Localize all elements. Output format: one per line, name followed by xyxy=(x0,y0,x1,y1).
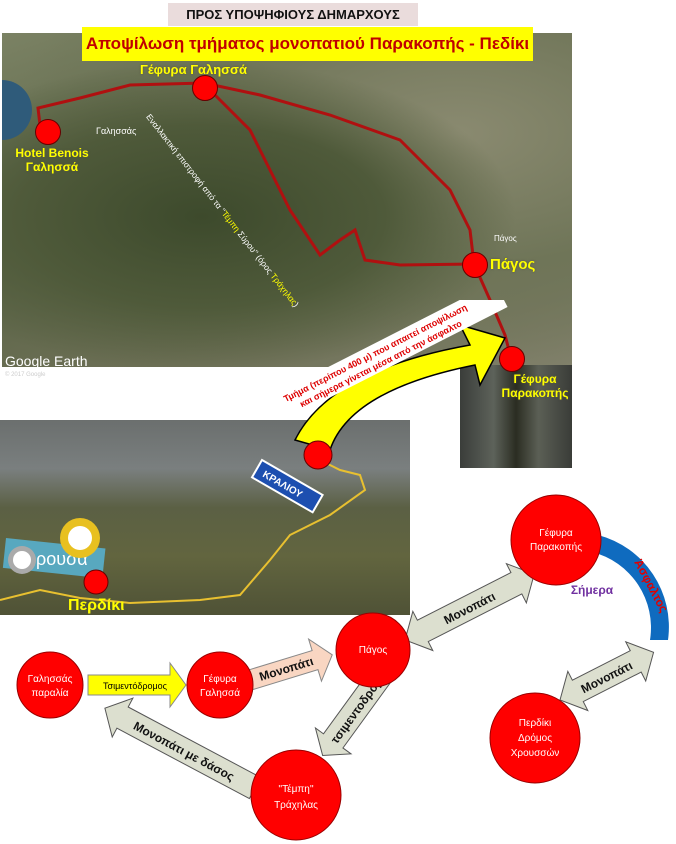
svg-text:Τράχηλας: Τράχηλας xyxy=(274,799,318,811)
copyright: © 2017 Google xyxy=(5,372,46,378)
svg-text:Γέφυρα: Γέφυρα xyxy=(203,673,237,685)
marker-gefyra-galissa xyxy=(192,75,218,101)
label-hotel-line1: Hotel Benois xyxy=(15,146,89,160)
arrow-cement1 xyxy=(87,661,187,709)
node-tempi: ''Τέμπη'' Τράχηλας xyxy=(250,749,342,841)
header-banner: ΠΡΟΣ ΥΠΟΨΗΦΙΟΥΣ ΔΗΜΑΡΧΟΥΣ xyxy=(168,3,418,26)
edge-today-label: Σήμερα xyxy=(571,583,614,597)
marker-pagos xyxy=(462,252,488,278)
page-title: Αποψίλωση τμήματος μονοπατιού Παρακοπής … xyxy=(82,27,533,61)
callout-arrow: Τμήμα (περίπου 400 μ) που απαιτεί αποψίλ… xyxy=(276,300,508,470)
marker-hotel xyxy=(35,119,61,145)
node-galissas: Γαλησσάς παραλία xyxy=(16,651,84,719)
edge-cement1-label: Τσιμεντόδρομος xyxy=(103,681,168,691)
yellow-route xyxy=(0,459,367,605)
svg-text:Παρακοπής: Παρακοπής xyxy=(530,541,582,553)
node-pagos: Πάγος xyxy=(335,612,411,688)
svg-text:Γέφυρα: Γέφυρα xyxy=(539,527,573,539)
svg-text:Γαλησσά: Γαλησσά xyxy=(200,687,240,699)
satellite-map-bottom xyxy=(0,420,410,615)
label-pagos: Πάγος xyxy=(490,256,536,273)
svg-text:Πάγος: Πάγος xyxy=(359,644,388,656)
label-gp-line1: Γέφυρα xyxy=(513,372,557,386)
route-lines xyxy=(36,81,513,359)
svg-text:''Τέμπη'': ''Τέμπη'' xyxy=(278,783,313,795)
alternative-route xyxy=(208,88,475,267)
edge-forest-label: Μονοπάτι με δάσος xyxy=(131,719,237,784)
label-gefyra-galissa: Γέφυρα Γαλησσά xyxy=(140,62,247,77)
place-galissas: Γαλησσάς xyxy=(96,126,137,136)
svg-text:Γαλησσάς: Γαλησσάς xyxy=(28,673,73,685)
route-diagram: .ar{fill:#dcdfcf;stroke:#555;stroke-widt… xyxy=(16,494,671,841)
svg-text:Δρόμος: Δρόμος xyxy=(518,732,552,744)
label-perdiki: Περδίκι xyxy=(68,597,125,614)
svg-text:Χρουσσών: Χρουσσών xyxy=(511,747,560,759)
marker-perdiki xyxy=(83,569,109,595)
google-earth-logo: Google Earth xyxy=(5,353,88,369)
arrow-path3 xyxy=(559,640,655,712)
marker-kraliou xyxy=(303,440,333,470)
yellow-curved-arrow xyxy=(293,323,507,451)
label-hotel-line2: Γαλησσά xyxy=(25,160,79,174)
label-gp-line2: Παρακοπής xyxy=(501,386,569,400)
svg-text:Περδίκι: Περδίκι xyxy=(519,717,551,729)
marker-gefyra-parakopis xyxy=(499,346,525,372)
arrow-forest xyxy=(104,697,262,800)
arrow-path1 xyxy=(246,637,333,691)
main-route xyxy=(36,81,513,359)
bottom-map-overlay: ΚΡΑΛΙΟΥ ρουσα Περδίκι xyxy=(0,458,367,614)
svg-text:παραλία: παραλία xyxy=(31,687,68,699)
place-pagos: Πάγος xyxy=(494,234,517,243)
kraliou-sign: ΚΡΑΛΙΟΥ xyxy=(250,458,324,514)
